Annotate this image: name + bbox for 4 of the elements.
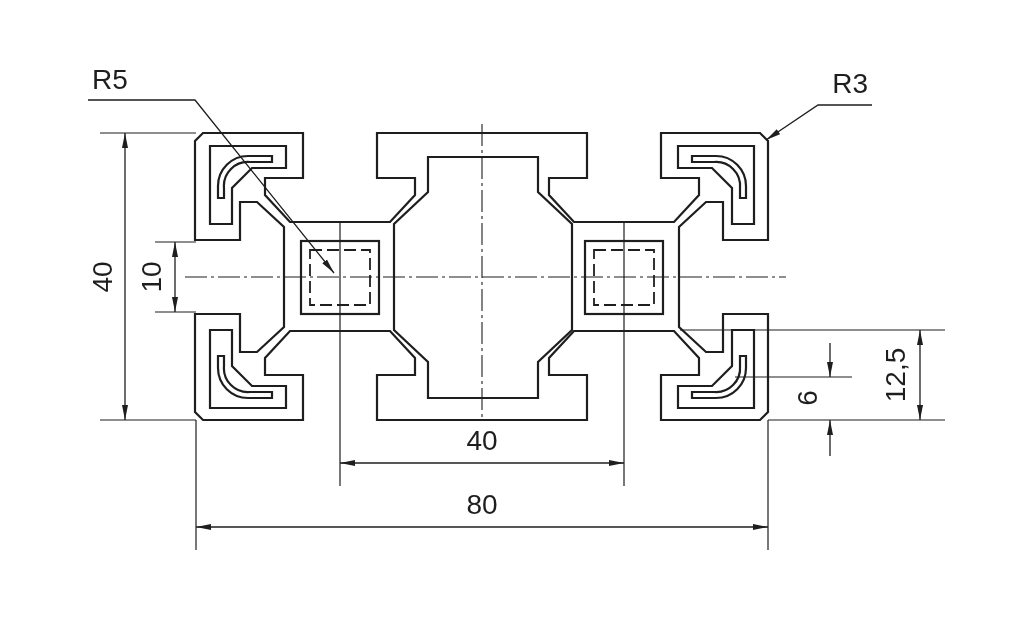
leader-line [87,99,335,274]
leader-line [765,104,873,141]
radius-label: R3 [818,68,872,105]
radius-label: R5 [88,64,195,100]
